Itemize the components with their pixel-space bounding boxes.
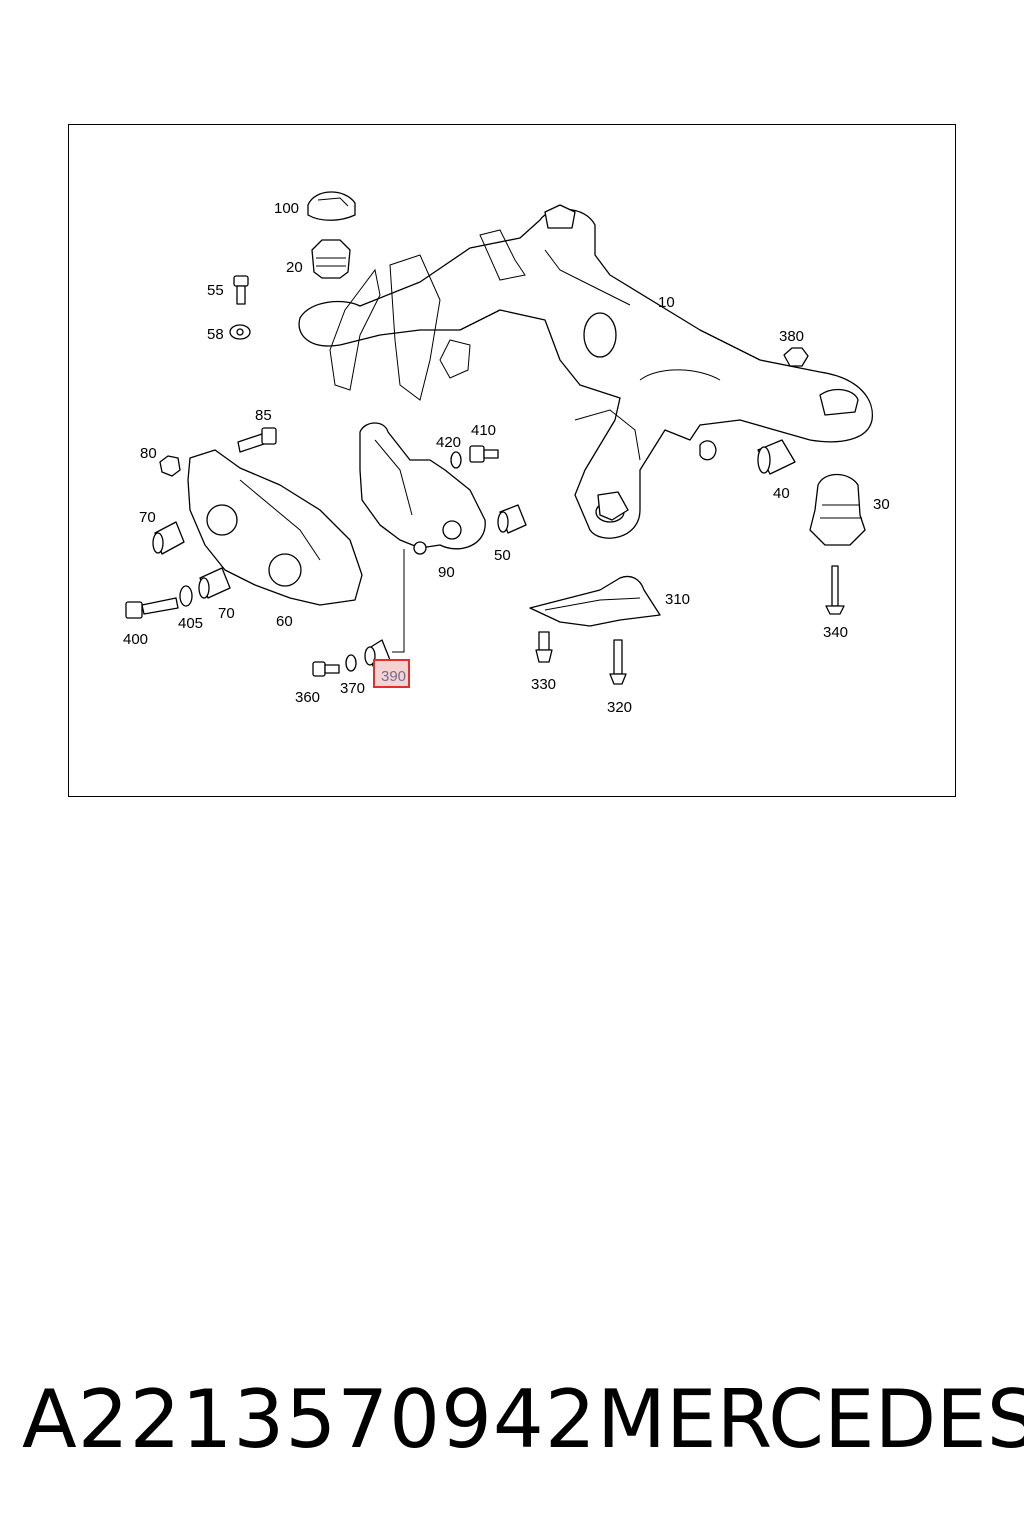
part-310 (529, 575, 661, 627)
label-340: 340 (823, 624, 848, 641)
label-85: 85 (255, 407, 272, 424)
part-420 (450, 451, 462, 469)
subframe-part (298, 204, 874, 539)
label-20: 20 (286, 259, 303, 276)
part-400 (125, 597, 179, 619)
leader-line-390 (392, 549, 405, 653)
label-70-lower: 70 (218, 605, 235, 622)
part-100 (307, 191, 356, 221)
part-55 (233, 275, 249, 305)
part-20 (311, 239, 351, 279)
part-90 (359, 422, 486, 555)
label-380: 380 (779, 328, 804, 345)
part-320 (609, 639, 627, 685)
part-50 (497, 504, 527, 534)
label-55: 55 (207, 282, 224, 299)
part-60 (187, 449, 363, 606)
label-80: 80 (140, 445, 157, 462)
label-70-upper: 70 (139, 509, 156, 526)
label-420: 420 (436, 434, 461, 451)
diagram-frame (68, 124, 956, 797)
label-58: 58 (207, 326, 224, 343)
label-310: 310 (665, 591, 690, 608)
part-370 (345, 654, 357, 672)
part-70-lower (198, 567, 231, 599)
label-90: 90 (438, 564, 455, 581)
label-40: 40 (773, 485, 790, 502)
part-330 (535, 631, 553, 663)
label-100: 100 (274, 200, 299, 217)
label-370: 370 (340, 680, 365, 697)
part-340 (825, 565, 845, 615)
label-30: 30 (873, 496, 890, 513)
label-405: 405 (178, 615, 203, 632)
label-410: 410 (471, 422, 496, 439)
part-85 (237, 427, 277, 453)
footer: A2213570942 MERCEDES (0, 1370, 1024, 1470)
part-80 (159, 455, 181, 477)
part-30 (809, 473, 866, 546)
label-400: 400 (123, 631, 148, 648)
label-320: 320 (607, 699, 632, 716)
part-380 (783, 347, 809, 367)
part-number: A2213570942 (22, 1373, 597, 1466)
label-390: 390 (381, 668, 406, 685)
highlight-box-390 (373, 659, 410, 688)
label-10: 10 (658, 294, 675, 311)
part-360 (312, 661, 340, 677)
label-60: 60 (276, 613, 293, 630)
part-410 (469, 445, 499, 463)
label-360: 360 (295, 689, 320, 706)
part-70-upper (152, 521, 185, 555)
brand-name: MERCEDES (597, 1373, 1024, 1466)
label-50: 50 (494, 547, 511, 564)
part-405 (179, 585, 193, 607)
label-330: 330 (531, 676, 556, 693)
part-58 (229, 324, 251, 340)
part-40 (757, 439, 796, 475)
